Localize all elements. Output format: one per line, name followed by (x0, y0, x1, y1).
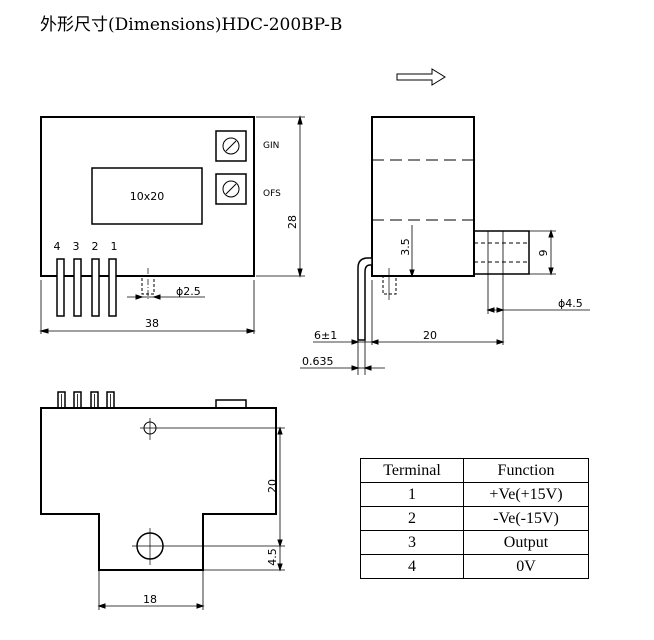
side-peg (382, 275, 397, 295)
pin-3 (73, 258, 82, 317)
bottom-view: 20 4.5 18 (40, 391, 285, 610)
terminal-cell: 1 (360, 482, 464, 507)
side-pin (357, 257, 373, 341)
pin-2 (91, 258, 100, 317)
table-header-row: Terminal Function (360, 458, 589, 483)
pin-number-2: 2 (92, 240, 99, 253)
terminal-table: Terminal Function 1 +Ve(+15V) 2 -Ve(-15V… (360, 458, 589, 579)
dim-20-side: 20 (423, 329, 437, 342)
gin-label: GIN (263, 141, 279, 151)
terminal-cell: 2 (360, 506, 464, 531)
dim-18: 18 (143, 593, 157, 606)
display-window (91, 167, 203, 225)
page-title: 外形尺寸(Dimensions)HDC-200BP-B (40, 15, 343, 35)
function-cell: 0V (463, 554, 589, 579)
table-row: 3 Output (360, 530, 589, 555)
dim-thickness: 0.635 (302, 355, 334, 368)
dim-height: 28 (286, 215, 299, 229)
dim-3-5: 3.5 (399, 238, 412, 256)
front-view: 10x20 GIN OFS 4 3 2 1 ϕ2.5 38 (39, 115, 305, 334)
table-row: 1 +Ve(+15V) (360, 482, 589, 507)
side-hole-boss (473, 230, 530, 275)
dim-20-bottom: 20 (266, 479, 279, 493)
terminal-cell: 4 (360, 554, 464, 579)
direction-arrow-icon (396, 68, 446, 86)
header-function: Function (463, 458, 589, 483)
function-cell: +Ve(+15V) (463, 482, 589, 507)
table-row: 4 0V (360, 554, 589, 579)
ofs-pot (215, 173, 247, 205)
bottom-tab (215, 399, 247, 409)
terminal-cell: 3 (360, 530, 464, 555)
function-cell: -Ve(-15V) (463, 506, 589, 531)
ofs-pot-knob (222, 180, 240, 198)
dim-width: 38 (145, 317, 159, 330)
gin-pot-knob (222, 137, 240, 155)
side-view: 9 ϕ4.5 3.5 6±1 20 0.635 (300, 68, 590, 375)
ofs-label: OFS (263, 189, 281, 199)
function-cell: Output (463, 530, 589, 555)
header-terminal: Terminal (360, 458, 464, 483)
pin-number-1: 1 (111, 240, 118, 253)
pin-1 (108, 258, 117, 317)
pin-number-3: 3 (73, 240, 80, 253)
pin-4 (56, 258, 65, 317)
dim-9: 9 (537, 250, 550, 257)
gin-pot (215, 130, 247, 162)
dim-pin-offset: 6±1 (314, 329, 337, 342)
display-text: 10x20 (130, 190, 165, 203)
side-body (371, 116, 475, 277)
dim-hole: ϕ4.5 (558, 297, 583, 310)
dim-4-5: 4.5 (266, 548, 279, 566)
table-row: 2 -Ve(-15V) (360, 506, 589, 531)
pin-number-4: 4 (54, 240, 61, 253)
dim-pin-dia: ϕ2.5 (176, 285, 201, 298)
